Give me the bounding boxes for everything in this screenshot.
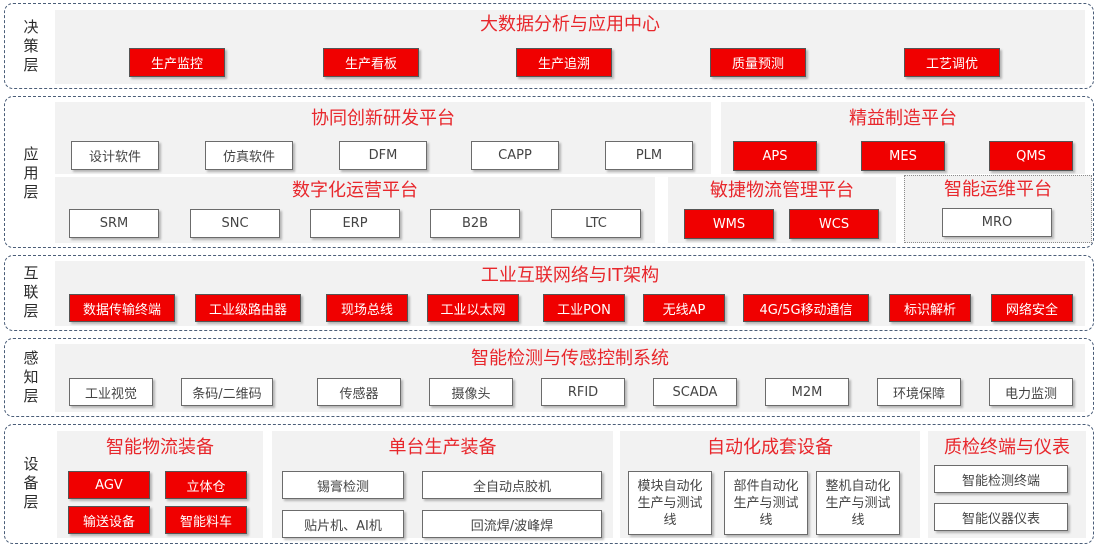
interconnect-item: 现场总线 xyxy=(326,294,408,322)
equipment-automation-item: 模块自动化生产与测试线 xyxy=(628,471,712,535)
digital-platform-panel: 数字化运营平台 SRM SNC ERP B2B LTC xyxy=(55,177,655,243)
equipment-single-item: 回流焊/波峰焊 xyxy=(422,510,602,538)
equipment-automation-item: 部件自动化生产与测试线 xyxy=(724,471,808,535)
equipment-single-panel: 单台生产装备 锡膏检测 全自动点胶机 贴片机、AI机 回流焊/波峰焊 xyxy=(272,431,613,538)
interconnect-item: 网络安全 xyxy=(991,294,1073,322)
interconnect-item: 数据传输终端 xyxy=(69,294,175,322)
sensing-layer: 感知层 智能检测与传感控制系统 工业视觉 条码/二维码 传感器 摄像头 RFID… xyxy=(4,338,1094,417)
interconnect-item: 4G/5G移动通信 xyxy=(743,294,869,322)
equipment-automation-panel: 自动化成套设备 模块自动化生产与测试线 部件自动化生产与测试线 整机自动化生产与… xyxy=(620,431,920,538)
interconnect-item: 工业以太网 xyxy=(427,294,519,322)
equipment-quality-item: 智能检测终端 xyxy=(934,465,1068,493)
decision-item: 生产追溯 xyxy=(516,48,612,77)
logistics-item: WCS xyxy=(789,209,879,239)
digital-item: B2B xyxy=(430,209,520,238)
layer-label-decision: 决策层 xyxy=(23,18,39,74)
layer-label-application: 应用层 xyxy=(23,145,39,201)
logistics-item: WMS xyxy=(684,209,774,239)
interconnect-item: 工业级路由器 xyxy=(195,294,301,322)
lean-platform-panel: 精益制造平台 APS MES QMS xyxy=(721,102,1085,174)
logistics-platform-panel: 敏捷物流管理平台 WMS WCS xyxy=(668,177,896,243)
equipment-layer: 设备层 智能物流装备 AGV 立体仓 输送设备 智能料车 单台生产装备 锡膏检测… xyxy=(4,424,1094,544)
equipment-automation-item: 整机自动化生产与测试线 xyxy=(816,471,900,535)
equipment-quality-item: 智能仪器仪表 xyxy=(934,503,1068,531)
sensing-item: 传感器 xyxy=(317,378,401,406)
layer-label-sensing: 感知层 xyxy=(23,349,39,405)
decision-panel: 大数据分析与应用中心 生产监控 生产看板 生产追溯 质量预测 工艺调优 xyxy=(55,10,1085,84)
ops-platform-title: 智能运维平台 xyxy=(944,179,1052,200)
interconnect-item: 无线AP xyxy=(643,294,725,322)
lean-item: APS xyxy=(733,141,817,171)
sensing-item: RFID xyxy=(541,378,625,406)
decision-layer: 决策层 大数据分析与应用中心 生产监控 生产看板 生产追溯 质量预测 工艺调优 xyxy=(4,3,1094,89)
rd-item: DFM xyxy=(339,141,427,170)
equipment-single-item: 贴片机、AI机 xyxy=(282,510,404,538)
sensing-item: 电力监测 xyxy=(989,378,1073,406)
rd-item: 设计软件 xyxy=(71,141,159,170)
lean-item: MES xyxy=(861,141,945,171)
lean-item: QMS xyxy=(989,141,1073,171)
rd-item: CAPP xyxy=(471,141,559,170)
rd-platform-title: 协同创新研发平台 xyxy=(311,108,455,129)
interconnect-item: 工业PON xyxy=(543,294,625,322)
digital-item: SNC xyxy=(190,209,280,238)
layer-label-interconnect: 互联层 xyxy=(23,264,39,320)
equipment-quality-panel: 质检终端与仪表 智能检测终端 智能仪器仪表 xyxy=(928,431,1086,538)
interconnect-title: 工业互联网络与IT架构 xyxy=(480,265,660,286)
logistics-platform-title: 敏捷物流管理平台 xyxy=(710,180,854,201)
equipment-quality-title: 质检终端与仪表 xyxy=(944,437,1070,458)
equipment-single-title: 单台生产装备 xyxy=(388,437,497,458)
equipment-logistics-item: 立体仓 xyxy=(165,471,247,499)
decision-item: 工艺调优 xyxy=(904,48,1000,77)
equipment-logistics-item: AGV xyxy=(68,471,150,499)
digital-item: SRM xyxy=(69,209,159,238)
sensing-item: 条码/二维码 xyxy=(181,378,273,406)
sensing-panel: 智能检测与传感控制系统 工业视觉 条码/二维码 传感器 摄像头 RFID SCA… xyxy=(55,344,1085,412)
sensing-item: 摄像头 xyxy=(429,378,513,406)
equipment-logistics-item: 智能料车 xyxy=(165,506,247,534)
equipment-automation-title: 自动化成套设备 xyxy=(707,437,833,458)
equipment-logistics-panel: 智能物流装备 AGV 立体仓 输送设备 智能料车 xyxy=(57,431,263,538)
ops-item: MRO xyxy=(942,208,1052,237)
digital-item: ERP xyxy=(310,209,400,238)
equipment-single-item: 锡膏检测 xyxy=(282,471,404,499)
interconnect-panel: 工业互联网络与IT架构 数据传输终端 工业级路由器 现场总线 工业以太网 工业P… xyxy=(55,261,1085,326)
lean-platform-title: 精益制造平台 xyxy=(849,108,957,129)
sensing-item: 环境保障 xyxy=(877,378,961,406)
interconnect-layer: 互联层 工业互联网络与IT架构 数据传输终端 工业级路由器 现场总线 工业以太网… xyxy=(4,255,1094,331)
sensing-item: 工业视觉 xyxy=(69,378,153,406)
sensing-title: 智能检测与传感控制系统 xyxy=(471,348,669,369)
rd-platform-panel: 协同创新研发平台 设计软件 仿真软件 DFM CAPP PLM xyxy=(55,102,711,174)
equipment-single-item: 全自动点胶机 xyxy=(422,471,602,499)
application-layer: 应用层 协同创新研发平台 设计软件 仿真软件 DFM CAPP PLM 精益制造… xyxy=(4,96,1094,248)
sensing-item: SCADA xyxy=(653,378,737,406)
equipment-logistics-item: 输送设备 xyxy=(68,506,150,534)
decision-item: 质量预测 xyxy=(710,48,806,77)
decision-item: 生产看板 xyxy=(323,48,419,77)
layer-label-equipment: 设备层 xyxy=(23,455,39,511)
rd-item: 仿真软件 xyxy=(205,141,293,170)
rd-item: PLM xyxy=(605,141,693,170)
decision-item: 生产监控 xyxy=(129,48,225,77)
ops-platform-panel: 智能运维平台 MRO xyxy=(904,175,1092,243)
decision-title: 大数据分析与应用中心 xyxy=(480,14,660,35)
interconnect-item: 标识解析 xyxy=(889,294,971,322)
equipment-logistics-title: 智能物流装备 xyxy=(106,437,214,458)
digital-platform-title: 数字化运营平台 xyxy=(292,180,418,201)
digital-item: LTC xyxy=(551,209,641,238)
sensing-item: M2M xyxy=(765,378,849,406)
